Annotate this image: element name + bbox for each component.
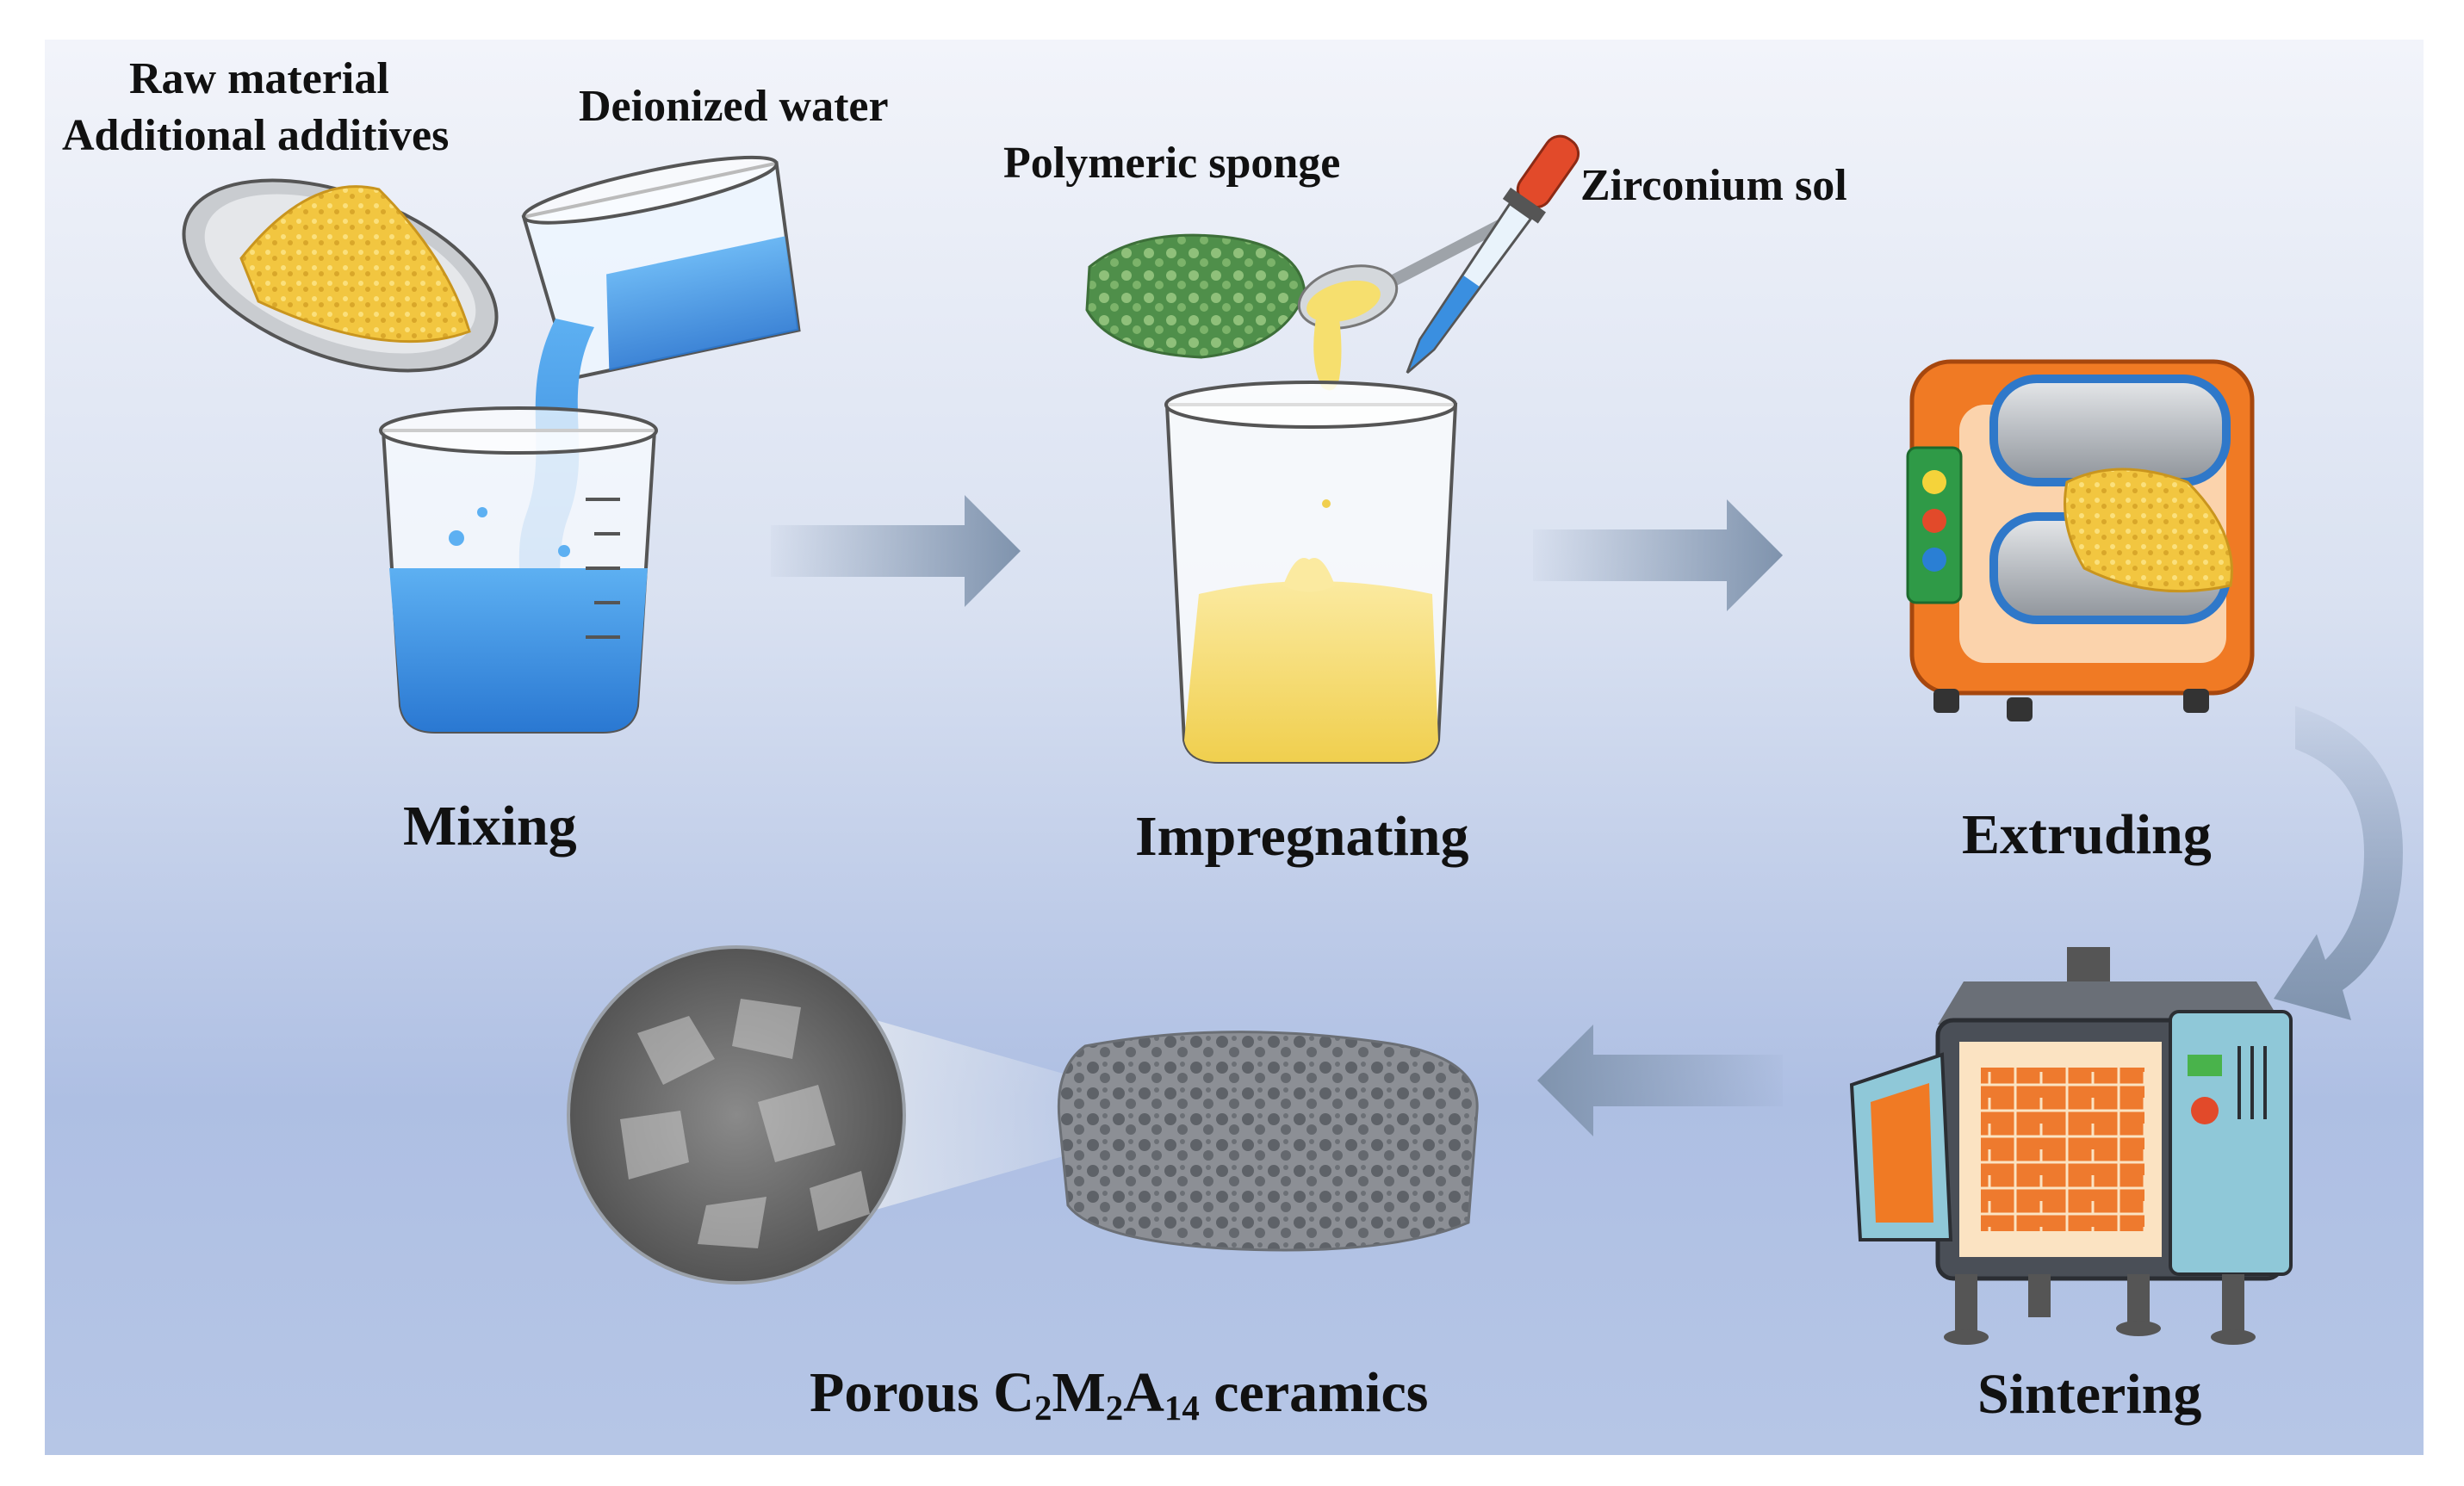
spoon-icon [1297, 218, 1509, 391]
step-impregnating-label: Impregnating [1135, 805, 1469, 868]
impregnating-beaker-icon [1164, 381, 1458, 764]
sintering-furnace-icon [1849, 947, 2293, 1345]
polymeric-sponge-icon [1085, 233, 1306, 359]
step-mixing-label: Mixing [403, 795, 577, 858]
powder-plate-icon [182, 178, 499, 373]
zirconium-sol-dropper-icon [1406, 134, 1580, 375]
step-porous-ceramics-label: Porous C2M2A14 ceramics [810, 1359, 1428, 1443]
arrow-mixing-to-impregnating [771, 495, 1021, 607]
mixing-illustration [182, 155, 801, 734]
ceramic-foam-icon [1057, 1031, 1479, 1252]
porous-ceramics-illustration [567, 945, 1479, 1285]
step-extruding-label: Extruding [1962, 803, 2212, 866]
arrow-impregnating-to-extruding [1533, 499, 1783, 611]
step-sintering-label: Sintering [1977, 1363, 2202, 1426]
ceramics-label-prefix: Porous C [810, 1361, 1034, 1424]
deionized-water-label: Deionized water [579, 82, 889, 131]
extruding-machine-icon [1906, 359, 2255, 721]
ceramics-label-sub-m: 2 [1105, 1389, 1124, 1428]
pouring-beaker-icon [521, 155, 801, 381]
ceramics-label-suffix: ceramics [1199, 1361, 1429, 1424]
zirconium-sol-label: Zirconium sol [1580, 161, 1847, 210]
polymeric-sponge-label: Polymeric sponge [1003, 139, 1341, 188]
additional-additives-label: Additional additives [62, 111, 450, 160]
magnification-cone [861, 1016, 1072, 1214]
arrow-sintering-to-ceramics [1537, 1025, 1783, 1136]
ceramics-label-sub-c: 2 [1033, 1389, 1052, 1428]
ceramics-label-a: A [1123, 1361, 1164, 1424]
ceramics-label-sub-a: 14 [1164, 1389, 1200, 1428]
mixing-beaker-icon [379, 406, 658, 734]
ceramics-label-m: M [1052, 1361, 1106, 1424]
arrow-extruding-to-sintering [2274, 706, 2403, 1020]
raw-material-label: Raw material [129, 54, 389, 103]
impregnating-illustration [1085, 134, 1580, 764]
